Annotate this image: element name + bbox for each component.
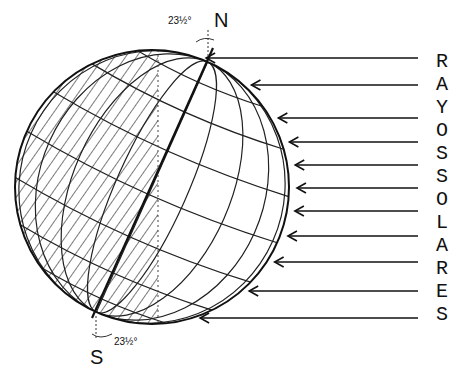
arrowhead bbox=[206, 53, 215, 63]
pole-label: S bbox=[90, 347, 103, 367]
arrowhead bbox=[295, 160, 304, 170]
globe-outline bbox=[15, 50, 289, 324]
terminator-line bbox=[158, 40, 159, 340]
arrowhead bbox=[295, 206, 304, 216]
parallel bbox=[39, 268, 166, 327]
rays-title: RAYOS SOLARES bbox=[432, 50, 452, 326]
ray-arrow bbox=[278, 117, 418, 119]
tilt-angle: 23½° bbox=[114, 337, 137, 347]
ray-arrow bbox=[295, 164, 418, 166]
ray-arrow bbox=[251, 84, 418, 86]
solar-rays bbox=[200, 53, 418, 323]
ray-arrow bbox=[206, 57, 418, 59]
parallel bbox=[12, 177, 250, 289]
ray-arrow bbox=[200, 317, 418, 319]
meridian bbox=[0, 8, 329, 366]
arrowhead bbox=[251, 80, 260, 90]
ray-arrow bbox=[288, 235, 418, 237]
angle-arc bbox=[92, 334, 112, 337]
night-hatching bbox=[0, 0, 158, 371]
earth-axis bbox=[92, 48, 213, 318]
parallel bbox=[24, 131, 278, 250]
arrowhead bbox=[297, 183, 306, 193]
arrowhead bbox=[275, 257, 284, 267]
arrowhead bbox=[200, 313, 209, 323]
pole-label: N bbox=[214, 10, 228, 30]
ray-arrow bbox=[275, 261, 418, 263]
angle-arc bbox=[196, 38, 214, 42]
tilt-angle: 23½° bbox=[168, 16, 191, 26]
ray-arrow bbox=[249, 290, 418, 292]
arrowhead bbox=[278, 113, 287, 123]
vertical-reference bbox=[208, 30, 209, 58]
meridian bbox=[24, 30, 279, 344]
arrowhead bbox=[288, 231, 297, 241]
ray-arrow bbox=[297, 187, 418, 189]
arrowhead bbox=[289, 137, 298, 147]
ray-arrow bbox=[289, 141, 418, 143]
globe-grid bbox=[0, 6, 333, 368]
ray-arrow bbox=[295, 210, 418, 212]
arrowhead bbox=[249, 286, 258, 296]
meridian bbox=[0, 16, 310, 358]
